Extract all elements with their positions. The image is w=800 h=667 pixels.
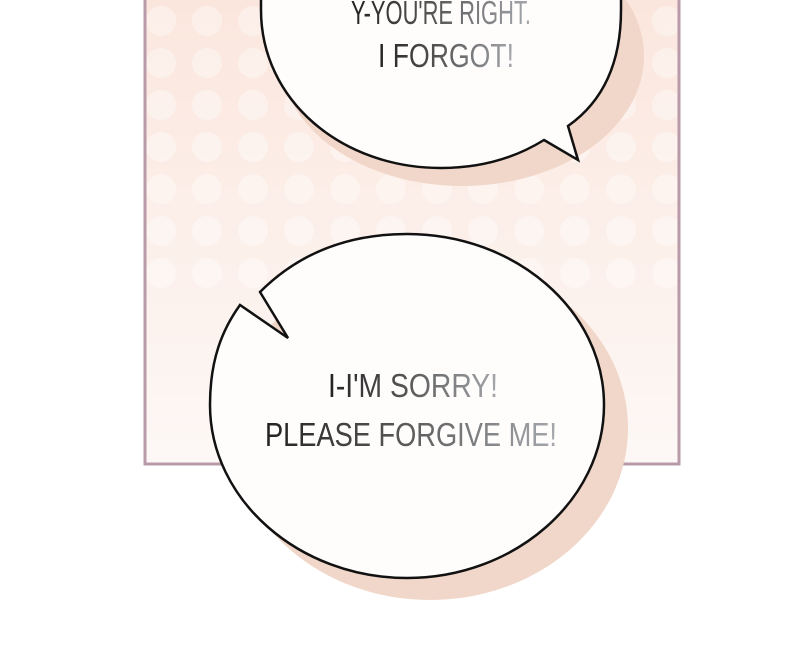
bubble-text-line: Y-YOU'RE RIGHT. — [351, 0, 531, 31]
bubble-text-line: I FORGOT! — [378, 37, 514, 74]
bubble-text-line: PLEASE FORGIVE ME! — [265, 416, 557, 453]
speech-bubble-top: Y-YOU'RE RIGHT. I FORGOT! — [259, 0, 644, 186]
bubble-text-line: I-I'M SORRY! — [328, 367, 498, 404]
speech-bubble-bottom: I-I'M SORRY! PLEASE FORGIVE ME! — [208, 232, 628, 600]
